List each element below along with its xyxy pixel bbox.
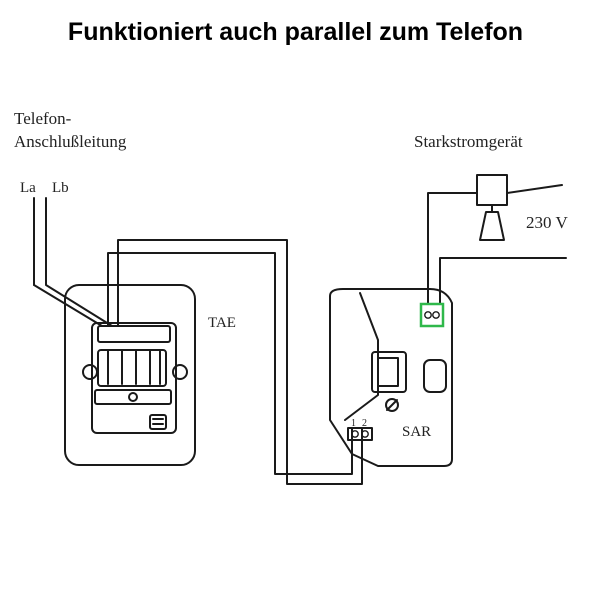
label-telephone-line-1: Telefon- xyxy=(14,109,72,128)
sar-terminal-screws xyxy=(351,430,369,438)
appliance-lamp xyxy=(476,174,508,241)
label-sar: SAR xyxy=(402,424,431,440)
label-wire-la: La xyxy=(20,180,36,196)
wire-la-to-tae xyxy=(33,284,103,327)
terminal-highlight xyxy=(419,302,445,328)
label-terminal-1: 1 xyxy=(351,418,356,429)
wire-mains-1 xyxy=(427,192,478,305)
wire-tae-sar-inner xyxy=(107,252,353,475)
label-appliance: Starkstromgerät xyxy=(414,132,523,151)
label-tae: TAE xyxy=(208,315,236,331)
phone-icon xyxy=(149,414,167,430)
label-terminal-2: 2 xyxy=(362,418,367,429)
wire-tae-sar-outer xyxy=(117,239,363,485)
wire-lb xyxy=(45,197,113,327)
wire-appliance-out xyxy=(506,184,563,194)
tae-socket xyxy=(64,284,196,466)
label-voltage: 230 V xyxy=(526,213,568,232)
page-title: Funktioniert auch parallel zum Telefon xyxy=(67,18,524,46)
sar-unit xyxy=(329,288,453,467)
wire-mains-2 xyxy=(439,257,567,305)
label-telephone-line-2: Anschlußleitung xyxy=(14,132,127,151)
label-wire-lb: Lb xyxy=(52,180,69,196)
